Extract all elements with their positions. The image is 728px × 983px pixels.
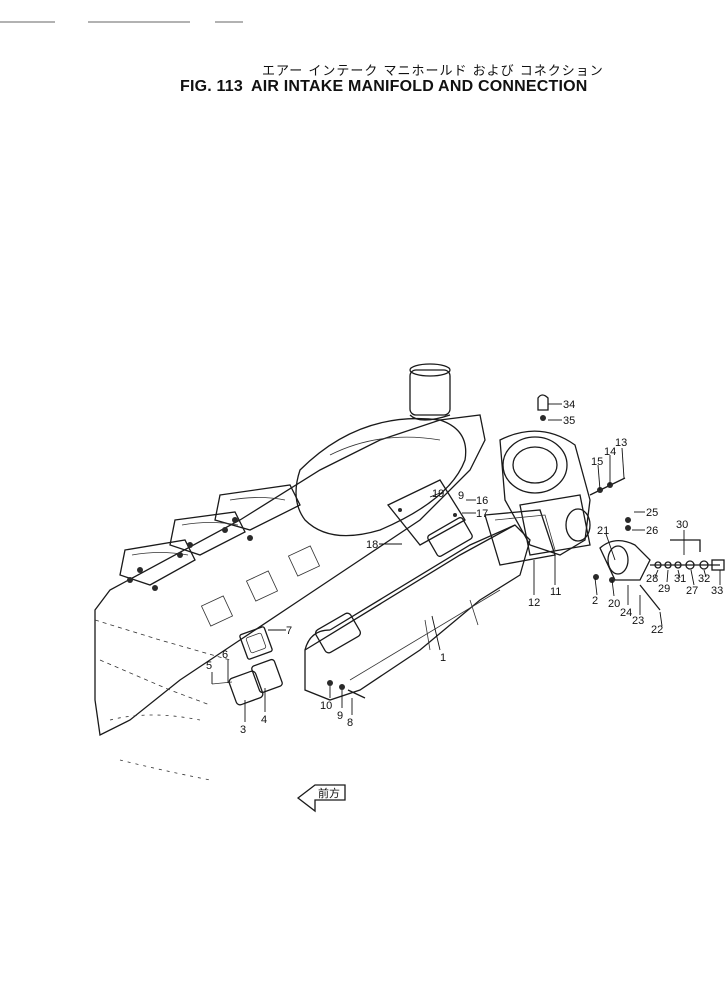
callout-15: 15 xyxy=(591,456,603,468)
intake-manifold xyxy=(304,517,531,701)
leader-lines xyxy=(211,403,721,722)
callout-24: 24 xyxy=(620,607,632,619)
callout-11: 11 xyxy=(550,586,561,598)
gaskets-covers xyxy=(211,626,283,706)
cover-plate xyxy=(386,479,466,546)
callout-33: 33 xyxy=(711,585,723,597)
callout-6: 6 xyxy=(222,649,228,661)
callout-29: 29 xyxy=(658,583,670,595)
top-fittings xyxy=(537,394,626,496)
callout-9: 9 xyxy=(337,710,343,722)
callout-27: 27 xyxy=(686,585,698,597)
callout-5: 5 xyxy=(206,660,212,672)
callout-23: 23 xyxy=(632,615,644,627)
callout-30: 30 xyxy=(676,519,688,531)
direction-arrow-label: 前方 xyxy=(318,786,340,800)
engine-block xyxy=(94,363,486,781)
callout-34: 34 xyxy=(563,399,575,411)
callout-10: 10 xyxy=(320,700,332,712)
fitting-assembly xyxy=(593,517,725,611)
direction-arrow xyxy=(296,784,346,813)
elbow-connection xyxy=(484,430,591,566)
callout-2: 2 xyxy=(592,595,598,607)
callout-labels: 1 2 3 4 5 6 7 8 9 10 11 12 13 14 15 16 1… xyxy=(206,399,723,800)
callout-21: 21 xyxy=(597,525,609,537)
callout-20: 20 xyxy=(608,598,620,610)
callout-12: 12 xyxy=(528,597,540,609)
figure-title: FIG. 113 AIR INTAKE MANIFOLD AND CONNECTI… xyxy=(180,78,588,96)
callout-18: 18 xyxy=(366,539,378,551)
callout-14: 14 xyxy=(604,446,616,458)
callout-1: 1 xyxy=(440,652,446,664)
callout-7: 7 xyxy=(286,625,292,637)
callout-26: 26 xyxy=(646,525,658,537)
figure-number: FIG. 113 xyxy=(180,78,243,95)
callout-19: 19 xyxy=(432,488,444,500)
callout-9-upper: 9 xyxy=(458,490,464,502)
callout-4: 4 xyxy=(261,714,267,726)
bolt-set-lower xyxy=(327,680,366,699)
callout-28: 28 xyxy=(646,573,658,585)
callout-16: 16 xyxy=(476,495,488,507)
callout-32: 32 xyxy=(698,573,710,585)
figure-title-text: AIR INTAKE MANIFOLD AND CONNECTION xyxy=(250,78,588,95)
title-japanese: エアー インテーク マニホールド および コネクション xyxy=(262,64,604,79)
callout-31: 31 xyxy=(674,573,686,585)
callout-22: 22 xyxy=(651,624,663,636)
callout-8: 8 xyxy=(347,717,353,729)
callout-25: 25 xyxy=(646,507,658,519)
callout-13: 13 xyxy=(615,437,627,449)
callout-35: 35 xyxy=(563,415,575,427)
callout-17: 17 xyxy=(476,508,488,520)
callout-3: 3 xyxy=(240,724,246,736)
